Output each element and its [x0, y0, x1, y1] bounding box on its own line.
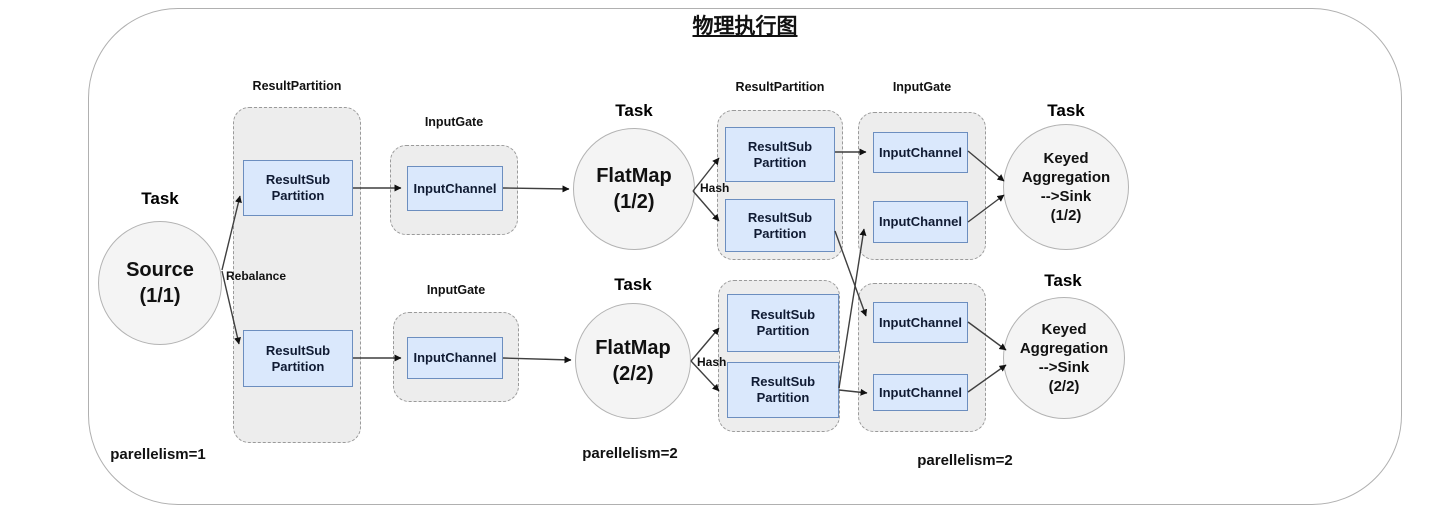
input-gate-3-label: InputGate: [892, 80, 952, 94]
node-keyed-sink-1: Keyed Aggregation -->Sink (1/2): [1003, 124, 1129, 250]
diagram-title: 物理执行图: [692, 15, 798, 38]
result-sub-partition-1-1: ResultSub Partition: [243, 160, 353, 216]
input-gate-2-label: InputGate: [426, 283, 486, 297]
input-channel-2: InputChannel: [407, 337, 503, 379]
input-gate-1-label: InputGate: [424, 115, 484, 129]
parallelism-label-flatmap: parellelism=2: [582, 445, 678, 462]
result-partition-1-label: ResultPartition: [252, 79, 342, 93]
result-sub-partition-3-1: ResultSub Partition: [727, 294, 839, 352]
result-sub-partition-1-2: ResultSub Partition: [243, 330, 353, 387]
task-label-keyed-1: Task: [1047, 101, 1085, 120]
result-partition-2-label: ResultPartition: [735, 80, 825, 94]
input-channel-4-1: InputChannel: [873, 302, 968, 343]
task-label-flatmap-2: Task: [614, 275, 652, 294]
node-flatmap-1: FlatMap (1/2): [573, 128, 695, 250]
node-flatmap-2: FlatMap (2/2): [575, 303, 691, 419]
rebalance-label: Rebalance: [226, 269, 287, 283]
hash-label-1: Hash: [700, 181, 730, 195]
parallelism-label-sink: parellelism=2: [917, 452, 1013, 469]
result-sub-partition-3-2: ResultSub Partition: [727, 362, 839, 418]
result-sub-partition-2-1: ResultSub Partition: [725, 127, 835, 182]
input-channel-1: InputChannel: [407, 166, 503, 211]
input-channel-3-2: InputChannel: [873, 201, 968, 243]
input-channel-3-1: InputChannel: [873, 132, 968, 173]
input-channel-4-2: InputChannel: [873, 374, 968, 411]
task-label-flatmap-1: Task: [615, 101, 653, 120]
node-keyed-sink-2: Keyed Aggregation -->Sink (2/2): [1003, 297, 1125, 419]
hash-label-2: Hash: [697, 355, 727, 369]
result-sub-partition-2-2: ResultSub Partition: [725, 199, 835, 252]
task-label-source: Task: [141, 189, 179, 208]
node-source: Source (1/1): [98, 221, 222, 345]
task-label-keyed-2: Task: [1044, 271, 1082, 290]
parallelism-label-source: parellelism=1: [110, 446, 206, 463]
